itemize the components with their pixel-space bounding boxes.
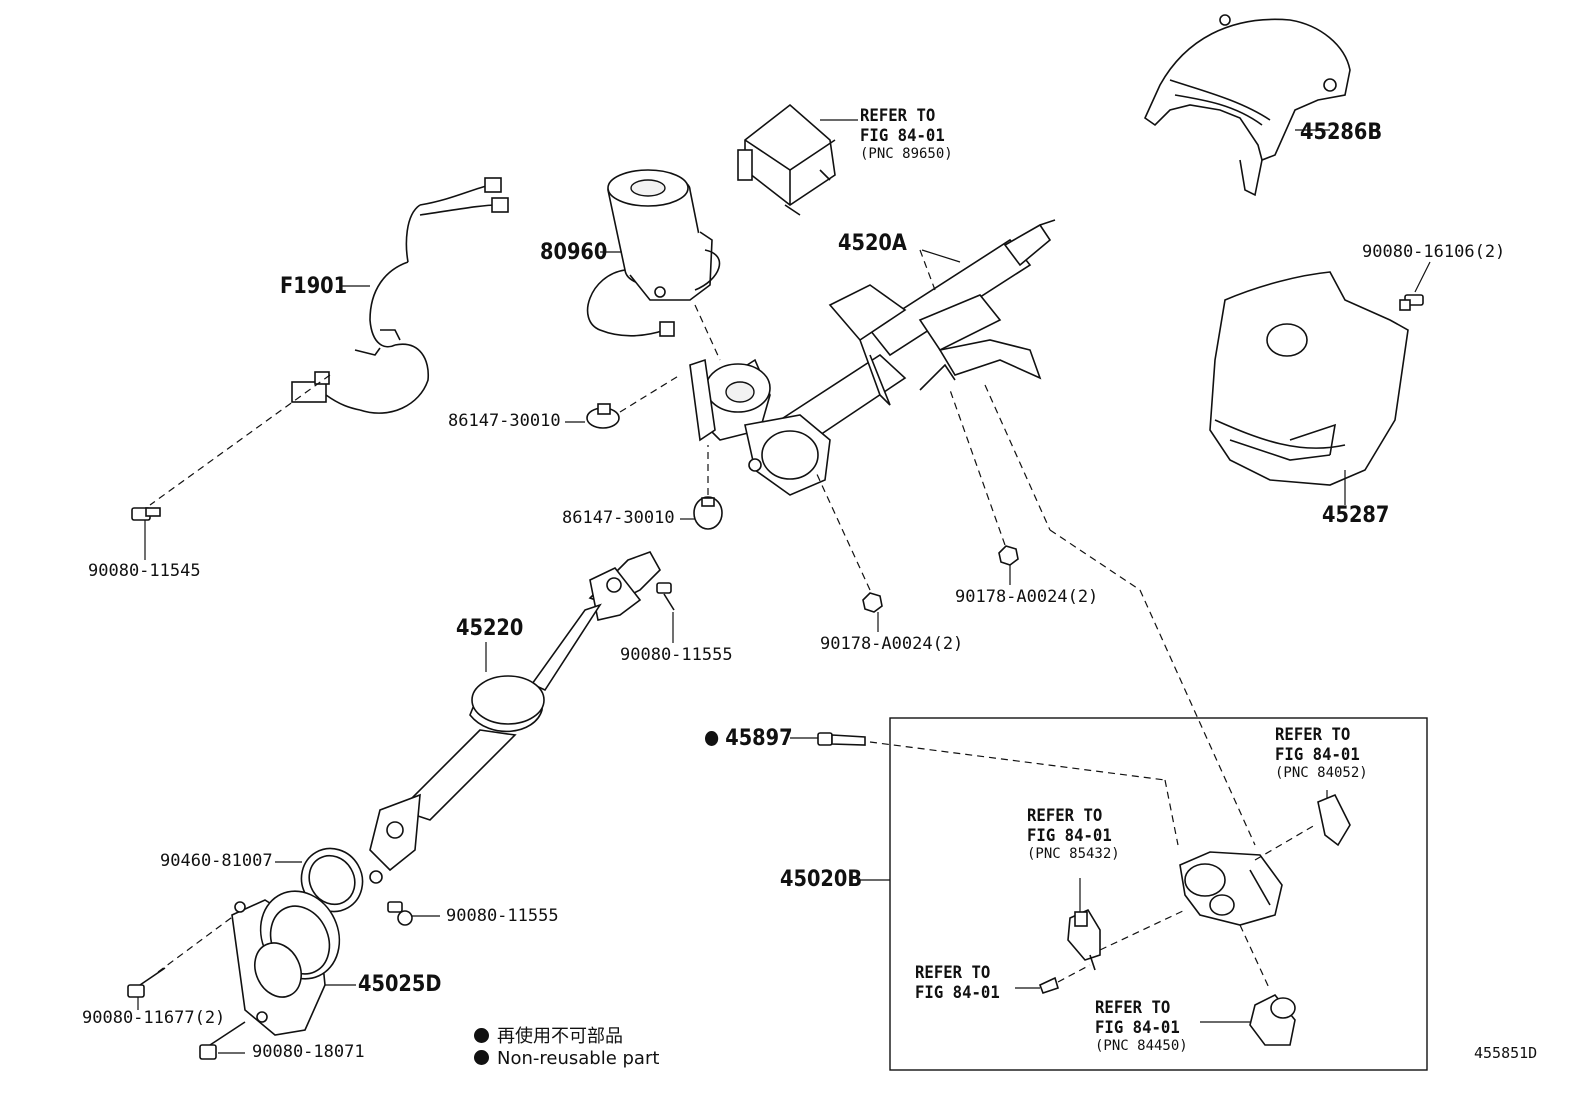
lock-cylinder-housing	[1179, 851, 1283, 926]
clamp-86147-30010-lower	[693, 496, 723, 530]
refer-pnc-84450[interactable]: REFER TO FIG 84-01 (PNC 84450)	[1095, 998, 1188, 1055]
ecu-box	[737, 103, 836, 216]
refer-pnc-85432[interactable]: REFER TO FIG 84-01 (PNC 85432)	[1027, 806, 1120, 863]
refer-line2: FIG 84-01	[1275, 744, 1360, 765]
refer-line1: REFER TO	[1027, 806, 1103, 826]
screw-90080-16106	[1399, 294, 1424, 311]
label-90080-18071[interactable]: 90080-18071	[252, 1042, 365, 1062]
label-90178-A0024-left[interactable]: 90178-A0024(2)	[820, 634, 964, 654]
refer-plain[interactable]: REFER TO FIG 84-01	[915, 963, 1007, 1003]
refer-line2: FIG 84-01	[1027, 825, 1112, 846]
label-90080-11677[interactable]: 90080-11677(2)	[82, 1008, 226, 1028]
steering-column-4520A	[689, 219, 1056, 496]
refer-line2: FIG 84-01	[1095, 1017, 1180, 1038]
refer-line2: FIG 84-01	[860, 125, 945, 146]
clamp-86147-30010-upper	[586, 403, 620, 429]
switch-84052	[1317, 793, 1351, 847]
refer-line1: REFER TO	[860, 106, 936, 126]
label-45220[interactable]: 45220	[456, 616, 524, 641]
bolt-45897	[817, 732, 866, 746]
label-45025D[interactable]: 45025D	[358, 972, 442, 997]
label-86147-30010-upper[interactable]: 86147-30010	[448, 411, 561, 431]
bolt-90080-11545	[131, 507, 161, 521]
refer-line1: REFER TO	[1275, 725, 1351, 745]
figure-id: 455851D	[1474, 1044, 1538, 1062]
bolt-90080-18071	[199, 1021, 246, 1060]
refer-pnc-89650[interactable]: REFER TO FIG 84-01 (PNC 89650)	[860, 106, 953, 163]
refer-pnc: (PNC 85432)	[1027, 846, 1120, 863]
intermediate-shaft-45220	[369, 551, 661, 884]
label-90460-81007[interactable]: 90460-81007	[160, 851, 273, 871]
lock-assembly-box	[889, 717, 1428, 1071]
label-90178-A0024-right[interactable]: 90178-A0024(2)	[955, 587, 1099, 607]
label-F1901[interactable]: F1901	[280, 274, 348, 299]
legend-en-text: Non-reusable part	[497, 1048, 660, 1069]
label-86147-30010-lower[interactable]: 86147-30010	[562, 508, 675, 528]
legend-dot-icon	[474, 1050, 489, 1065]
label-90080-11555-lower[interactable]: 90080-11555	[446, 906, 559, 926]
nut-90178-A0024-left	[862, 592, 883, 613]
part-84450	[1249, 993, 1296, 1046]
nut-90178-A0024-right	[998, 545, 1019, 566]
refer-pnc: (PNC 89650)	[860, 146, 953, 163]
assist-motor-80960	[586, 169, 721, 337]
refer-pnc: (PNC 84052)	[1275, 765, 1368, 782]
lower-column-cover-45287	[1209, 271, 1409, 486]
bolt-90080-11555-upper	[656, 582, 675, 611]
upper-column-cover-45286B	[1143, 14, 1351, 197]
label-90080-16106[interactable]: 90080-16106(2)	[1362, 242, 1506, 262]
label-4520A[interactable]: 4520A	[838, 231, 907, 256]
refer-pnc: (PNC 84450)	[1095, 1038, 1188, 1055]
refer-line2: FIG 84-01	[915, 982, 1000, 1003]
bolt-90080-11677	[127, 967, 166, 998]
label-45286B[interactable]: 45286B	[1300, 120, 1383, 145]
non-reusable-dot-icon	[705, 731, 719, 746]
label-45287[interactable]: 45287	[1322, 503, 1390, 528]
label-80960[interactable]: 80960	[540, 240, 608, 265]
cover-45025D	[231, 890, 341, 1036]
label-90080-11545[interactable]: 90080-11545	[88, 561, 201, 581]
label-45020B[interactable]: 45020B	[780, 867, 863, 892]
legend-english: Non-reusable part	[474, 1048, 659, 1069]
legend-dot-icon	[474, 1028, 489, 1043]
sensor-85432	[1067, 908, 1101, 971]
refer-line1: REFER TO	[915, 963, 991, 983]
legend-japanese: 再使用不可部品	[474, 1022, 623, 1048]
label-90080-11555-upper[interactable]: 90080-11555	[620, 645, 733, 665]
refer-line1: REFER TO	[1095, 998, 1171, 1018]
screw-small	[1038, 976, 1059, 995]
legend-jp-text: 再使用不可部品	[497, 1026, 623, 1047]
label-45897[interactable]: 45897	[705, 728, 793, 750]
bolt-90080-11555-lower	[387, 901, 413, 926]
refer-pnc-84052[interactable]: REFER TO FIG 84-01 (PNC 84052)	[1275, 725, 1368, 782]
